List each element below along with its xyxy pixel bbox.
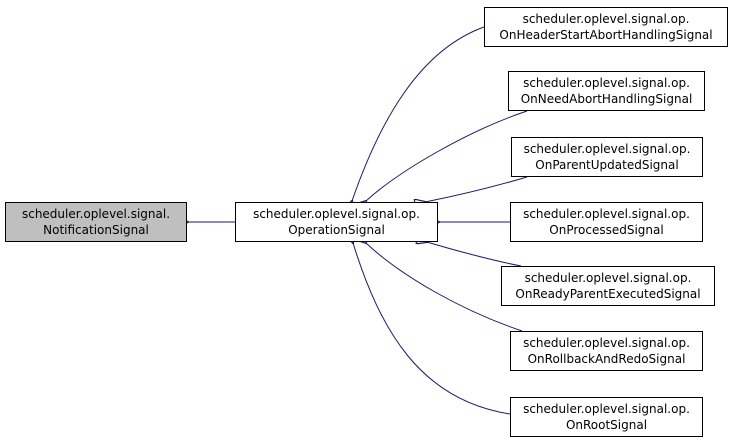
node-line2: OnNeedAbortHandlingSignal xyxy=(520,92,693,106)
edge-header-start-abort-to-operation xyxy=(352,26,485,201)
node-operation-signal-line1: scheduler.oplevel.signal.op. xyxy=(253,207,420,221)
edge-parent-updated-to-operation xyxy=(425,176,528,202)
node-line1: scheduler.oplevel.signal.op. xyxy=(524,271,692,285)
node-line2: OnHeaderStartAbortHandlingSignal xyxy=(499,28,713,42)
node-on-ready-parent-executed-signal[interactable]: scheduler.oplevel.signal.op. OnReadyPare… xyxy=(501,266,715,306)
node-operation-signal[interactable]: scheduler.oplevel.signal.op. OperationSi… xyxy=(235,202,438,242)
node-on-parent-updated-signal[interactable]: scheduler.oplevel.signal.op. OnParentUpd… xyxy=(511,137,703,177)
node-on-header-start-abort-handling-signal[interactable]: scheduler.oplevel.signal.op. OnHeaderSta… xyxy=(484,7,728,47)
node-on-need-abort-handling-signal[interactable]: scheduler.oplevel.signal.op. OnNeedAbort… xyxy=(508,71,705,111)
node-line1: scheduler.oplevel.signal.op. xyxy=(522,12,690,26)
node-on-processed-signal[interactable]: scheduler.oplevel.signal.op. OnProcessed… xyxy=(510,202,703,242)
node-operation-signal-line2: OperationSignal xyxy=(288,223,385,237)
node-line1: scheduler.oplevel.signal.op. xyxy=(523,142,691,156)
node-notification-signal-line1: scheduler.oplevel.signal. xyxy=(21,207,171,221)
node-on-rollback-and-redo-signal[interactable]: scheduler.oplevel.signal.op. OnRollbackA… xyxy=(510,331,703,371)
node-line2: OnReadyParentExecutedSignal xyxy=(515,287,701,301)
node-line2: OnRootSignal xyxy=(565,418,648,432)
node-line1: scheduler.oplevel.signal.op. xyxy=(523,207,690,221)
edge-rollback-redo-to-operation xyxy=(366,243,523,332)
node-line2: OnParentUpdatedSignal xyxy=(535,158,679,172)
edge-root-to-operation xyxy=(353,243,511,415)
node-notification-signal[interactable]: scheduler.oplevel.signal. NotificationSi… xyxy=(5,202,187,242)
edge-ready-parent-executed-to-operation xyxy=(427,242,522,267)
node-on-root-signal[interactable]: scheduler.oplevel.signal.op. OnRootSigna… xyxy=(510,397,703,437)
node-line1: scheduler.oplevel.signal.op. xyxy=(523,76,690,90)
edge-need-abort-to-operation xyxy=(366,110,528,201)
node-line1: scheduler.oplevel.signal.op. xyxy=(523,402,690,416)
node-line2: OnRollbackAndRedoSignal xyxy=(527,352,686,366)
node-line1: scheduler.oplevel.signal.op. xyxy=(523,336,690,350)
node-line2: OnProcessedSignal xyxy=(549,223,664,237)
node-notification-signal-line2: NotificationSignal xyxy=(43,223,149,237)
